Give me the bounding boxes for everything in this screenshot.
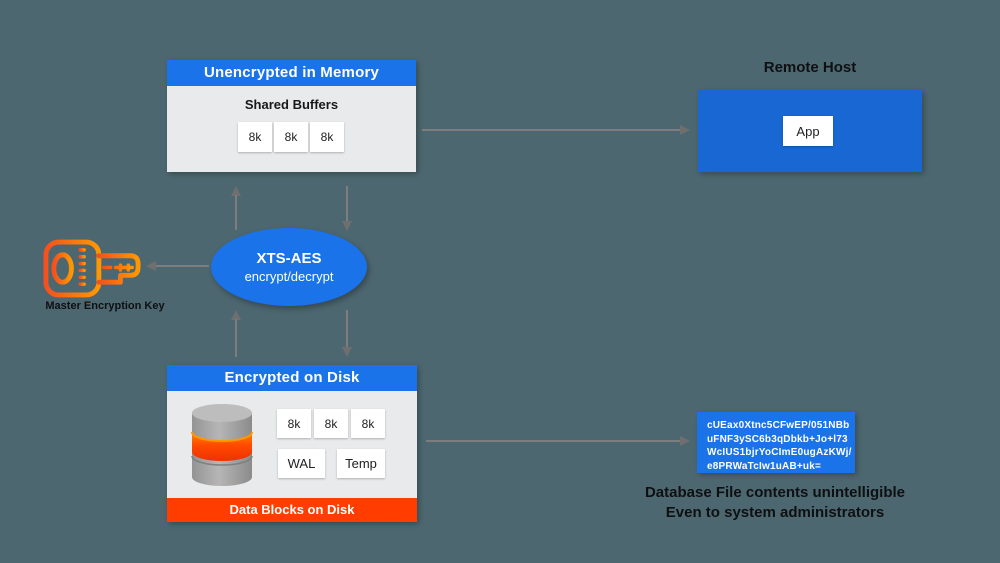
- memory-panel-title: Unencrypted in Memory: [167, 60, 416, 86]
- caption: Database File contents unintelligible Ev…: [605, 483, 945, 523]
- buffer-block: 8k: [310, 122, 344, 152]
- disk-block-row: 8k 8k 8k: [277, 409, 385, 438]
- data-blocks-footer: Data Blocks on Disk: [167, 498, 417, 522]
- arrow-disk-to-cipher-line: [426, 440, 680, 442]
- xts-aes-subtitle: encrypt/decrypt: [244, 269, 334, 284]
- caption-line-2: Even to system administrators: [665, 504, 885, 521]
- arrow-right-icon: [680, 436, 690, 446]
- arrow-memory-to-remote-line: [422, 129, 680, 131]
- cipher-line: uFNF3ySC6b3qDbkb+Jo+l73: [707, 433, 848, 445]
- disk-file-row: WAL Temp: [278, 449, 385, 478]
- arrow-down-icon: [342, 347, 352, 357]
- arrow-disk-to-ellipse-line: [235, 319, 237, 357]
- arrow-down-icon: [342, 221, 352, 231]
- arrow-ellipse-to-key-line: [156, 265, 209, 267]
- buffer-block-row: 8k 8k 8k: [238, 122, 344, 152]
- disk-panel: Encrypted on Disk: [167, 365, 417, 522]
- buffer-block: 8k: [238, 122, 272, 152]
- database-cylinder-icon: [189, 401, 255, 494]
- memory-panel: Unencrypted in Memory Shared Buffers 8k …: [167, 60, 416, 172]
- wal-chip: WAL: [278, 449, 325, 478]
- arrow-up-icon: [231, 186, 241, 196]
- remote-host-box: App: [698, 90, 922, 172]
- xts-aes-title: XTS-AES: [256, 250, 322, 267]
- disk-panel-body: 8k 8k 8k WAL Temp: [167, 391, 417, 498]
- shared-buffers-label: Shared Buffers: [244, 97, 339, 112]
- cipher-line: cUEax0Xtnc5CFwEP/051NBb: [707, 420, 850, 431]
- master-key-label: Master Encryption Key: [45, 300, 165, 312]
- arrow-up-icon: [231, 310, 241, 320]
- arrow-ellipse-to-disk-line: [346, 310, 348, 348]
- master-key-icon: [43, 239, 141, 298]
- arrow-right-icon: [680, 125, 690, 135]
- buffer-block: 8k: [274, 122, 308, 152]
- app-chip: App: [783, 116, 833, 146]
- disk-block: 8k: [314, 409, 348, 438]
- temp-chip: Temp: [337, 449, 385, 478]
- disk-block: 8k: [351, 409, 385, 438]
- remote-host-label: Remote Host: [763, 59, 857, 76]
- cipher-line: WcIUS1bjrYoCImE0ugAzKWj/: [707, 447, 852, 458]
- arrow-left-icon: [146, 261, 156, 271]
- memory-panel-body: Shared Buffers 8k 8k 8k: [167, 86, 416, 172]
- arrow-ellipse-to-memory-line: [235, 195, 237, 230]
- disk-block: 8k: [277, 409, 311, 438]
- cipher-output-box: cUEax0Xtnc5CFwEP/051NBb uFNF3ySC6b3qDbkb…: [697, 412, 855, 473]
- caption-line-1: Database File contents unintelligible: [644, 484, 906, 501]
- arrow-memory-to-ellipse-line: [346, 186, 348, 222]
- disk-panel-title: Encrypted on Disk: [167, 365, 417, 391]
- xts-aes-ellipse: XTS-AES encrypt/decrypt: [211, 228, 367, 306]
- cipher-line: e8PRWaTcIw1uAB+uk=: [707, 460, 822, 472]
